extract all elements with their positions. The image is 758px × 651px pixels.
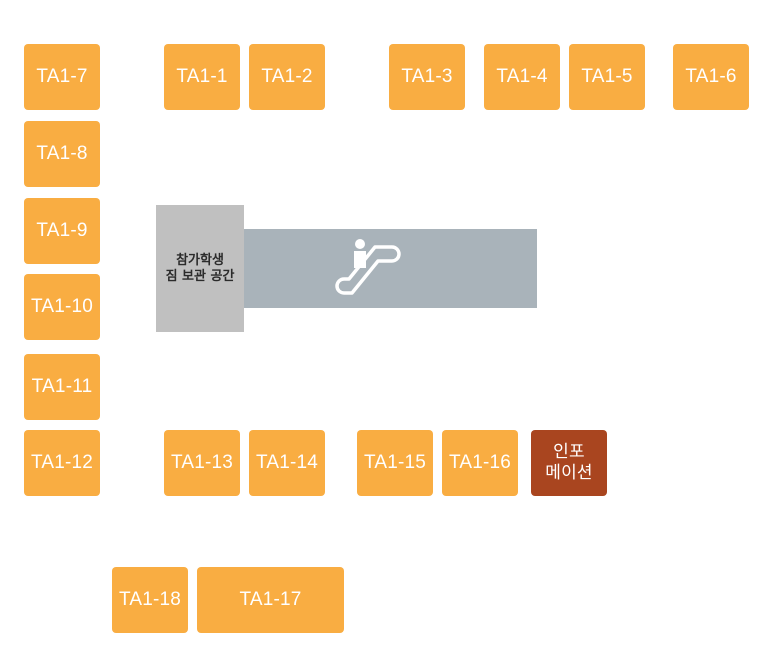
booth-ta1-13[interactable]: TA1-13 — [164, 430, 240, 496]
booth-ta1-9[interactable]: TA1-9 — [24, 198, 100, 264]
storage-label-line1: 참가학생 — [176, 252, 224, 268]
booth-ta1-6[interactable]: TA1-6 — [673, 44, 749, 110]
booth-ta1-12[interactable]: TA1-12 — [24, 430, 100, 496]
storage-label-line2: 짐 보관 공간 — [165, 268, 235, 284]
booth-ta1-4[interactable]: TA1-4 — [484, 44, 560, 110]
booth-ta1-10[interactable]: TA1-10 — [24, 274, 100, 340]
booth-ta1-15[interactable]: TA1-15 — [357, 430, 433, 496]
booth-ta1-1[interactable]: TA1-1 — [164, 44, 240, 110]
booth-ta1-3[interactable]: TA1-3 — [389, 44, 465, 110]
booth-ta1-11[interactable]: TA1-11 — [24, 354, 100, 420]
booth-ta1-5[interactable]: TA1-5 — [569, 44, 645, 110]
information-label-line2: 메이션 — [545, 463, 593, 483]
booth-ta1-8[interactable]: TA1-8 — [24, 121, 100, 187]
booth-ta1-2[interactable]: TA1-2 — [249, 44, 325, 110]
booth-ta1-14[interactable]: TA1-14 — [249, 430, 325, 496]
booth-ta1-18[interactable]: TA1-18 — [112, 567, 188, 633]
booth-ta1-7[interactable]: TA1-7 — [24, 44, 100, 110]
information-booth[interactable]: 인포 메이션 — [531, 430, 607, 496]
booth-ta1-17[interactable]: TA1-17 — [197, 567, 344, 633]
booth-ta1-16[interactable]: TA1-16 — [442, 430, 518, 496]
escalator-area — [244, 229, 537, 308]
escalator-icon — [335, 239, 401, 295]
information-label-line1: 인포 — [553, 442, 585, 462]
luggage-storage-area: 참가학생 짐 보관 공간 — [156, 205, 244, 332]
